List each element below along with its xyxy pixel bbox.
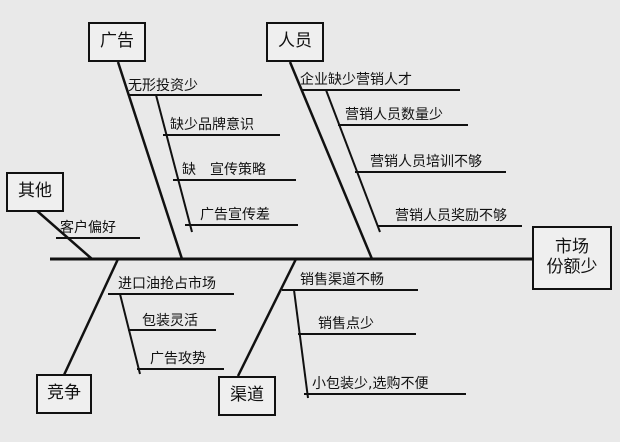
channel-cause-3: 小包装少,选购不便 bbox=[312, 376, 429, 392]
competition-bone bbox=[62, 258, 120, 376]
people-bone bbox=[288, 61, 374, 260]
ads-cause-2: 缺少品牌意识 bbox=[170, 117, 254, 133]
people-cause-4: 营销人员奖励不够 bbox=[395, 208, 507, 224]
ads-sub-bone bbox=[155, 94, 193, 233]
ads-cause-4: 广告宣传差 bbox=[200, 207, 270, 223]
ads-cause-3: 缺 宣传策略 bbox=[182, 162, 266, 178]
people-sub-bone bbox=[325, 89, 381, 233]
ads-bone bbox=[116, 61, 184, 260]
people-cause-2: 营销人员数量少 bbox=[345, 107, 443, 123]
other-cause-1: 客户偏好 bbox=[60, 220, 116, 236]
category-ads-box: 广告 bbox=[88, 22, 146, 62]
effect-line-2: 份额少 bbox=[546, 257, 598, 277]
competition-cause-2: 包装灵活 bbox=[142, 313, 198, 329]
category-other-box: 其他 bbox=[6, 172, 64, 212]
category-people-box: 人员 bbox=[266, 22, 324, 62]
people-cause-3: 营销人员培训不够 bbox=[370, 154, 482, 170]
category-channel-box: 渠道 bbox=[218, 376, 276, 416]
competition-cause-1: 进口油抢占市场 bbox=[118, 276, 216, 292]
effect-line-1: 市场 bbox=[555, 237, 589, 258]
other-bone bbox=[35, 209, 93, 260]
channel-cause-1: 销售渠道不畅 bbox=[300, 272, 384, 288]
effect-box: 市场 份额少 bbox=[532, 226, 612, 290]
people-cause-1: 企业缺少营销人才 bbox=[300, 72, 412, 88]
ads-cause-1: 无形投资少 bbox=[128, 78, 198, 94]
channel-bone bbox=[236, 258, 298, 377]
competition-sub-bone bbox=[119, 293, 141, 375]
competition-cause-3: 广告攻势 bbox=[150, 351, 206, 367]
channel-cause-2: 销售点少 bbox=[318, 316, 374, 332]
category-competition-box: 竞争 bbox=[36, 374, 92, 414]
channel-sub-bone bbox=[293, 289, 309, 399]
